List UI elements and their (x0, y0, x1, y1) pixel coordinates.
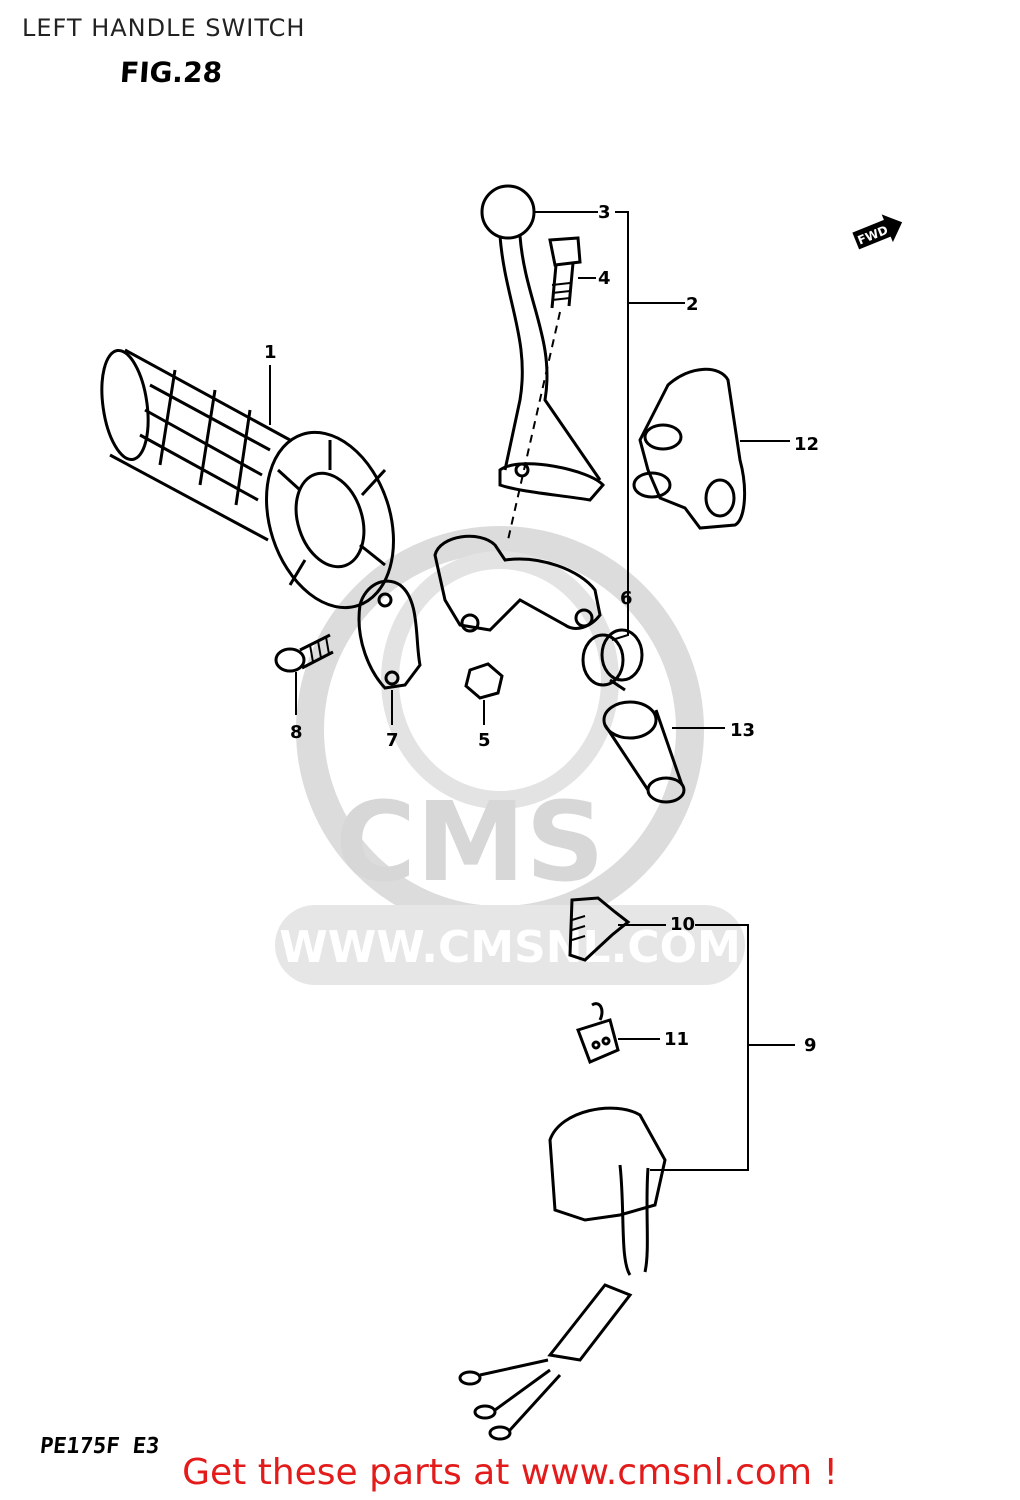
callout-9: 9 (804, 1035, 817, 1056)
switch-boot-part (602, 700, 686, 804)
switch-contact-part (576, 1002, 620, 1064)
callout-11: 11 (664, 1029, 689, 1050)
cms-watermark: CMS WWW.CMSNL.COM (275, 526, 745, 985)
grip-part (100, 348, 395, 610)
callout-8: 8 (290, 722, 303, 743)
callout-6: 6 (620, 588, 633, 609)
callout-7: 7 (386, 730, 399, 751)
callout-2: 2 (686, 294, 699, 315)
callout-10: 10 (670, 914, 695, 935)
page-title: LEFT HANDLE SWITCH (22, 14, 306, 42)
switch-housing-part (632, 367, 746, 530)
clamp-part (357, 579, 422, 690)
callout-13: 13 (730, 720, 755, 741)
callout-12: 12 (794, 434, 819, 455)
switch-knob-part (581, 628, 644, 692)
watermark-url: WWW.CMSNL.COM (279, 922, 741, 973)
screw-part (274, 633, 334, 673)
callout-numbers: 1 2 3 4 5 6 7 8 9 10 11 12 13 (264, 202, 819, 1056)
callout-4: 4 (598, 268, 611, 289)
callout-3: 3 (598, 202, 611, 223)
callout-5: 5 (478, 730, 491, 751)
nut-part (464, 662, 504, 700)
lever-bolt-part (548, 236, 582, 309)
forward-arrow-icon: FWD (852, 214, 903, 250)
shop-link[interactable]: Get these parts at www.cmsnl.com ! (182, 1452, 838, 1493)
switch-lever-part (568, 896, 631, 962)
leader-lines (269, 211, 795, 1171)
watermark-logo: CMS (335, 778, 604, 906)
switch-assembly-part (458, 1106, 667, 1441)
callout-1: 1 (264, 342, 277, 363)
clutch-lever-part (480, 184, 605, 502)
lever-holder-part (433, 534, 602, 633)
